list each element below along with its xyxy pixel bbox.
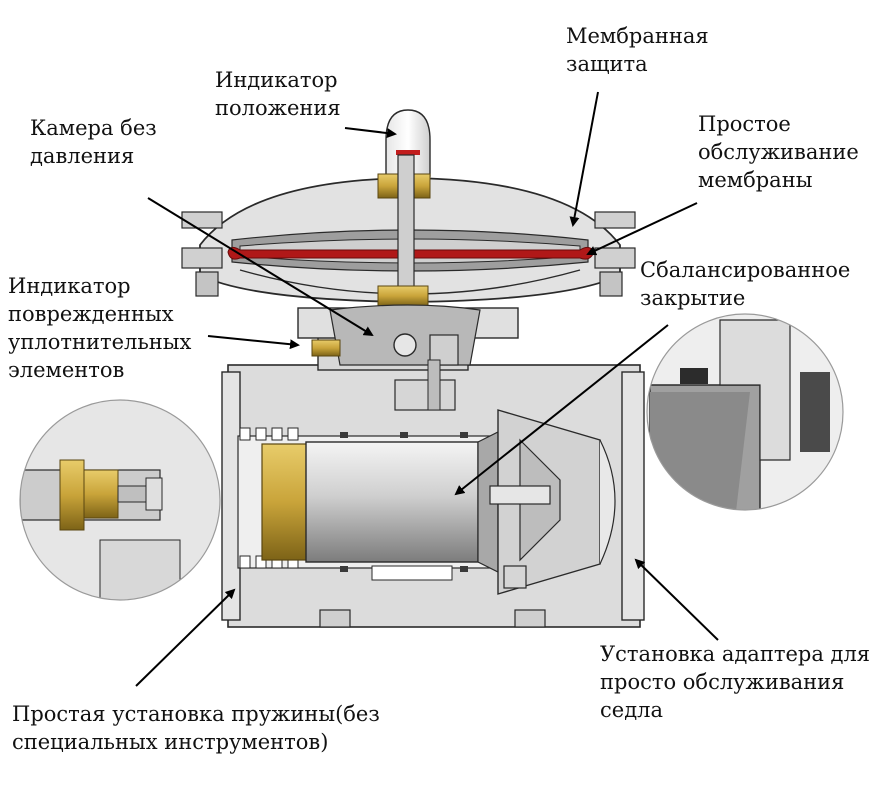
closing-sleeve xyxy=(237,427,501,581)
label-damaged-seals-indicator: Индикатор поврежденных уплотнительных эл… xyxy=(8,274,192,382)
label-balanced-closing: Сбалансированное закрытие xyxy=(640,258,851,310)
label-easy-membrane-service: Простое обслуживание мембраны xyxy=(698,112,859,192)
label-spring-installation: Простая установка пружины(без специальны… xyxy=(12,702,380,754)
label-pressureless-chamber: Камера без давления xyxy=(30,116,157,168)
inset-seal-indicator xyxy=(19,399,221,601)
label-position-indicator: Индикатор положения xyxy=(215,68,341,120)
pressureless-chamber xyxy=(311,304,481,411)
inset-balanced-closing xyxy=(646,313,844,511)
arrow-balanced-closing xyxy=(454,324,669,496)
arrow-pressureless-chamber xyxy=(147,197,374,337)
arrow-spring-installation xyxy=(135,588,236,687)
label-adapter-installation: Установка адаптера для просто обслуживан… xyxy=(600,642,871,722)
position-indicator-dome xyxy=(377,109,431,336)
seat-adapter xyxy=(489,409,616,595)
callout-arrows xyxy=(135,91,719,687)
arrow-damaged-seals xyxy=(207,335,300,350)
label-membrane-protection: Мембранная защита xyxy=(566,24,709,76)
arrow-position-indicator xyxy=(344,127,397,139)
arrow-adapter-installation xyxy=(634,558,719,641)
arrow-easy-membrane-service xyxy=(586,202,698,256)
arrow-membrane-protection xyxy=(569,91,599,227)
